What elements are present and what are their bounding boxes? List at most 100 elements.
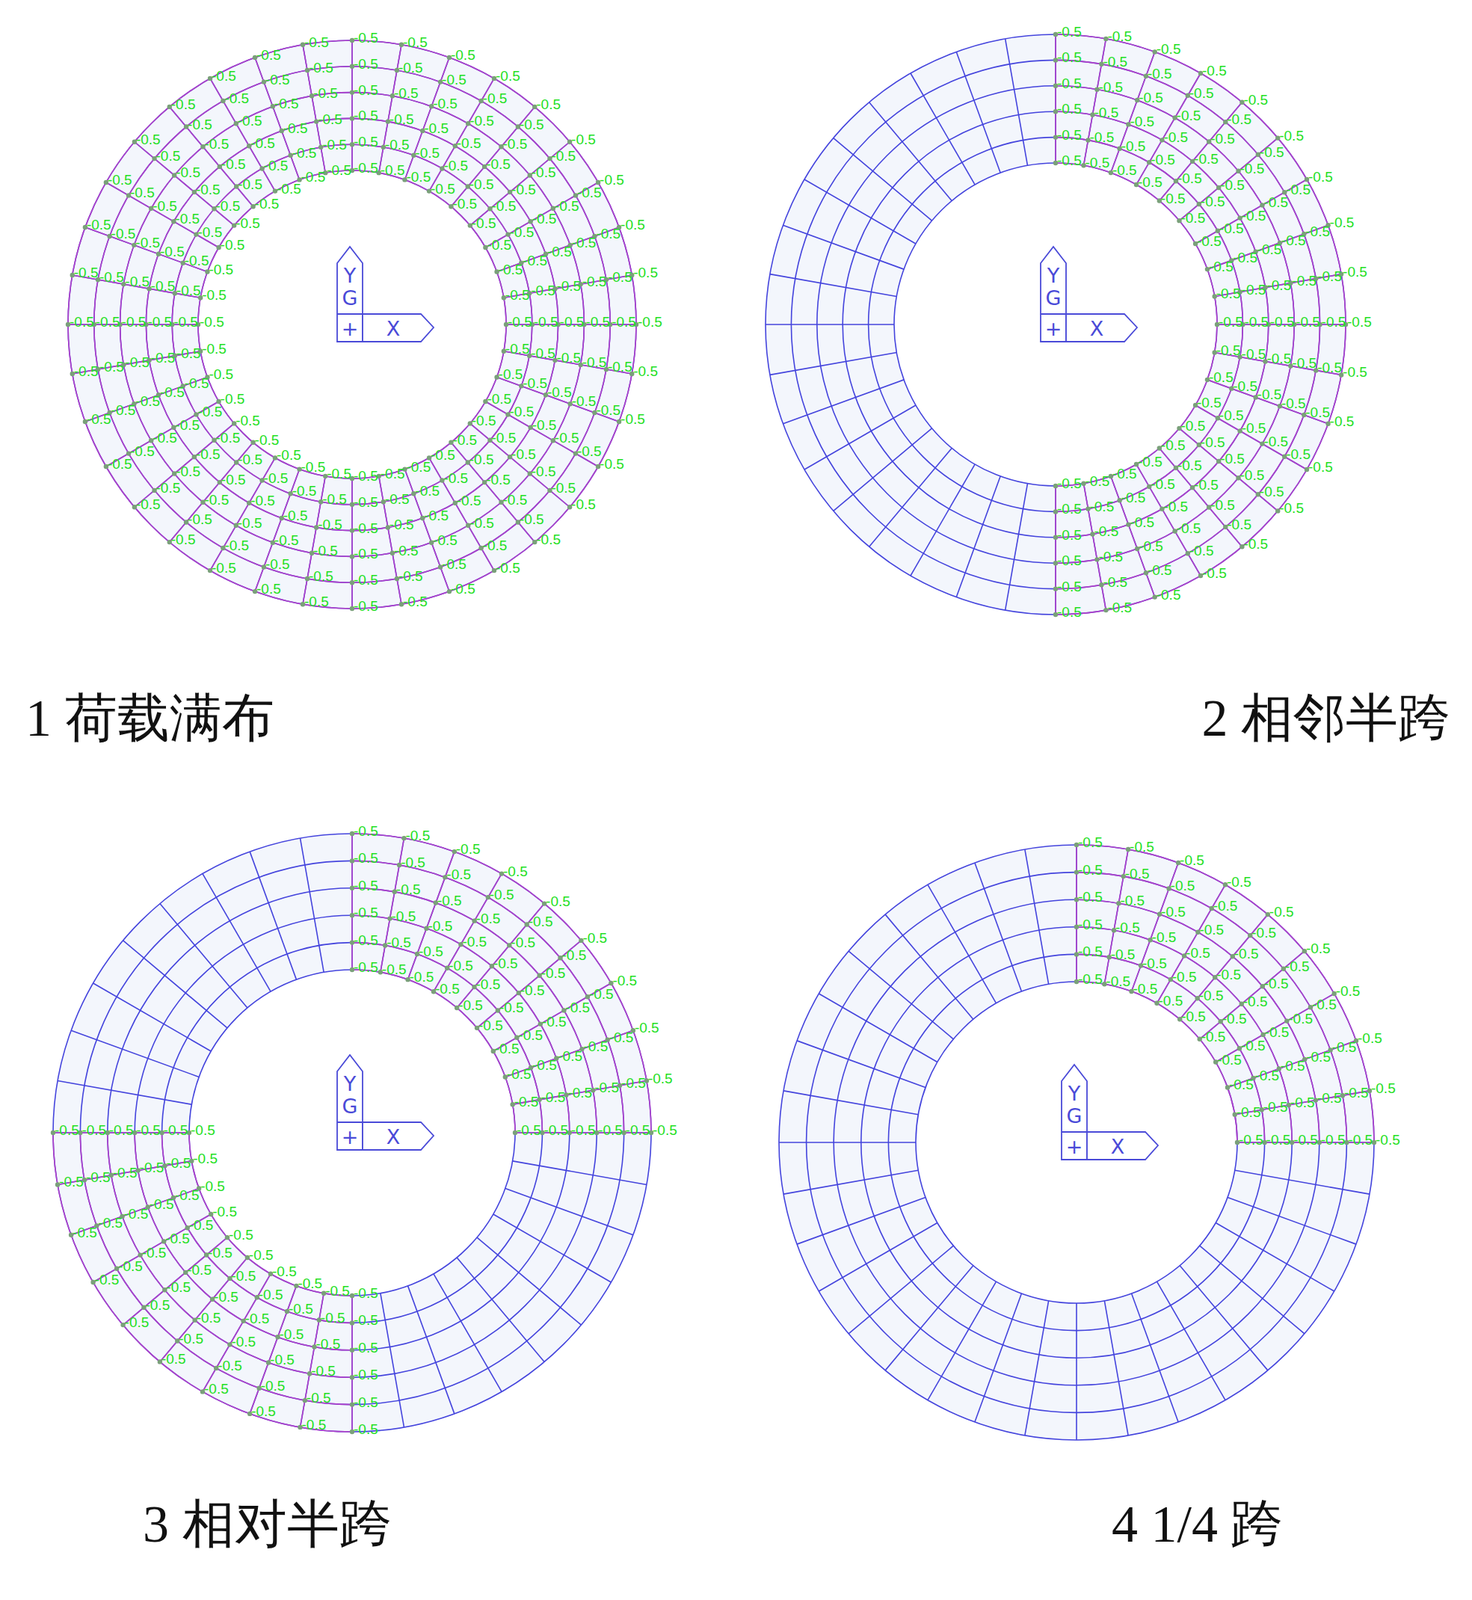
load-value: -0.5 xyxy=(224,91,249,106)
load-value: -0.5 xyxy=(554,430,580,445)
load-value: -0.5 xyxy=(136,131,161,146)
load-value: -0.5 xyxy=(254,196,280,211)
load-value: -0.5 xyxy=(520,983,545,998)
load-value: -0.5 xyxy=(577,443,602,458)
load-value: -0.5 xyxy=(353,56,379,71)
load-value: -0.5 xyxy=(159,385,185,400)
load-value: -0.5 xyxy=(385,137,410,152)
load-value: -0.5 xyxy=(1220,177,1245,193)
load-value: -0.5 xyxy=(1344,1085,1369,1100)
load-value: -0.5 xyxy=(547,243,572,258)
load-value: -0.5 xyxy=(1240,1038,1266,1053)
axis-divider xyxy=(1061,1131,1087,1133)
load-value: -0.5 xyxy=(204,491,229,507)
load-value: -0.5 xyxy=(86,217,112,232)
mesh-radial xyxy=(974,862,1022,992)
load-value: -0.5 xyxy=(511,447,537,462)
load-value: -0.5 xyxy=(528,914,554,929)
load-value: -0.5 xyxy=(1177,171,1203,186)
load-value: -0.5 xyxy=(1156,586,1182,602)
mesh-radial xyxy=(505,1188,634,1236)
loaded-arc xyxy=(1055,137,1243,513)
load-value: -0.5 xyxy=(1093,104,1119,119)
mesh-radial xyxy=(1157,1281,1227,1400)
load-value: -0.5 xyxy=(184,376,210,391)
slab-ring xyxy=(53,833,652,1432)
load-value: -0.5 xyxy=(235,413,261,428)
load-value: -0.5 xyxy=(220,391,246,406)
load-value: -0.5 xyxy=(607,359,633,374)
load-value: -0.5 xyxy=(648,1070,673,1085)
load-value: -0.5 xyxy=(74,265,99,280)
load-value: -0.5 xyxy=(1199,988,1224,1003)
load-value: -0.5 xyxy=(498,261,524,276)
load-value: -0.5 xyxy=(469,113,495,128)
load-value: -0.5 xyxy=(97,1215,123,1230)
load-value: -0.5 xyxy=(1057,75,1082,90)
load-value: -0.5 xyxy=(221,156,246,172)
load-value: -0.5 xyxy=(486,391,512,406)
load-value: -0.5 xyxy=(469,452,495,467)
load-value: -0.5 xyxy=(389,111,415,126)
load-value: -0.5 xyxy=(1220,451,1245,466)
load-value: -0.5 xyxy=(557,1048,583,1063)
load-value: -0.5 xyxy=(308,568,334,584)
load-value: -0.5 xyxy=(1176,107,1202,122)
load-value: -0.5 xyxy=(585,314,611,329)
load-value: -0.5 xyxy=(1112,466,1138,481)
load-value: -0.5 xyxy=(1321,314,1347,329)
mesh-ring xyxy=(145,118,558,531)
load-value: -0.5 xyxy=(353,598,379,614)
load-value: -0.5 xyxy=(316,1336,341,1351)
mesh-ring xyxy=(79,860,624,1404)
load-value: -0.5 xyxy=(320,1309,346,1324)
figure-caption: 3 相对半跨 xyxy=(142,1495,392,1553)
load-value: -0.5 xyxy=(353,850,379,865)
loaded-radial xyxy=(351,833,353,970)
load-value: -0.5 xyxy=(199,314,225,329)
load-value: -0.5 xyxy=(471,413,497,428)
load-value: -0.5 xyxy=(1243,536,1268,551)
load-value: -0.5 xyxy=(1137,454,1163,469)
load-value: -0.5 xyxy=(507,314,533,329)
load-value: -0.5 xyxy=(190,1122,216,1138)
load-value: -0.5 xyxy=(171,97,196,112)
load-value: -0.5 xyxy=(1218,314,1244,329)
mesh-radial xyxy=(770,352,897,376)
load-value: -0.5 xyxy=(322,137,347,152)
load-value: -0.5 xyxy=(458,998,483,1013)
load-value: -0.5 xyxy=(353,546,379,561)
load-value: -0.5 xyxy=(1240,161,1265,176)
load-value: -0.5 xyxy=(94,1272,120,1287)
load-value: -0.5 xyxy=(550,480,576,495)
load-value: -0.5 xyxy=(258,1287,284,1302)
load-value: -0.5 xyxy=(317,111,343,126)
load-value: -0.5 xyxy=(1208,370,1234,385)
load-value: -0.5 xyxy=(398,60,424,75)
loaded-arc xyxy=(1055,59,1320,589)
mesh-ring xyxy=(765,34,1346,615)
loaded-arc xyxy=(53,1132,353,1432)
load-value: -0.5 xyxy=(571,393,597,409)
load-value: -0.5 xyxy=(550,148,576,163)
load-value: -0.5 xyxy=(174,211,200,226)
load-value: -0.5 xyxy=(469,515,495,531)
load-value: -0.5 xyxy=(380,466,406,481)
load-value: -0.5 xyxy=(1202,565,1227,581)
axis-label: X xyxy=(1110,1136,1126,1157)
load-value: -0.5 xyxy=(509,404,535,419)
load-value: -0.5 xyxy=(1238,1132,1264,1147)
load-value: -0.5 xyxy=(276,447,302,463)
load-value: -0.5 xyxy=(589,986,614,1002)
load-value: -0.5 xyxy=(456,136,482,151)
load-value: -0.5 xyxy=(124,274,150,289)
axis-x xyxy=(1086,1131,1159,1160)
mesh-radial xyxy=(770,274,897,297)
load-value: -0.5 xyxy=(175,165,201,180)
mesh-radial xyxy=(351,833,353,970)
load-value: -0.5 xyxy=(308,60,334,75)
load-value: -0.5 xyxy=(491,198,516,214)
load-value: -0.5 xyxy=(1057,153,1082,168)
load-value: -0.5 xyxy=(1057,101,1082,116)
load-value: -0.5 xyxy=(156,148,181,163)
